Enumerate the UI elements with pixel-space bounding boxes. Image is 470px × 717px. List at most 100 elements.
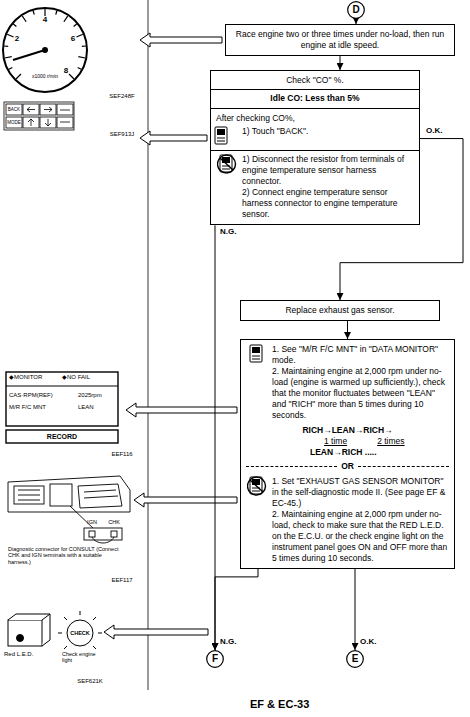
box-text: OR [246, 461, 449, 472]
figure-label: 2025rpm [78, 392, 102, 399]
tachometer [16, 74, 21, 79]
consult-screen [6, 386, 118, 387]
ecu-and-check-light [67, 620, 93, 646]
tachometer [76, 34, 82, 37]
connector-letter: F [206, 650, 224, 668]
figure-label: EEF117 [111, 577, 132, 584]
hollow-arrow [134, 493, 237, 507]
dial-number: 4 [43, 15, 47, 24]
ecu-and-check-light [17, 635, 24, 642]
ecu-and-check-light [8, 611, 102, 649]
box-text: 2. Maintaining engine at 2,000 rpm under… [246, 509, 449, 564]
engine-compartment [89, 531, 95, 537]
consult-keypad [6, 117, 22, 128]
figure-label: Diagnostic connector for CONSULT (Connec… [8, 546, 120, 565]
box-text: 1) Disconnect the resistor from terminal… [216, 154, 414, 187]
figure-label: ◆NO FAIL [62, 374, 90, 381]
branch-label: N.G. [219, 638, 237, 647]
consult-screen [6, 372, 118, 443]
box-text: 1. Set "EXHAUST GAS SENSOR MONITOR" in t… [246, 476, 449, 509]
flow-arrow [347, 321, 348, 339]
connector-circle: D [347, 1, 365, 19]
figure-label: x1000 r/min [32, 74, 58, 80]
engine-compartment [18, 490, 118, 500]
consult-screen [6, 372, 118, 426]
ecu-and-check-light [8, 614, 50, 646]
consult-keypad [4, 102, 74, 130]
tachometer [5, 57, 12, 58]
box-text: Race engine two or three times under no-… [231, 29, 449, 51]
box-text: 2 times [377, 436, 404, 447]
consult-icon [212, 126, 232, 146]
hollow-arrow [126, 403, 237, 417]
figure-label: IGN [87, 519, 97, 525]
column-divider [148, 0, 149, 690]
branch-label: O.K. [425, 127, 443, 136]
box-text: Idle CO: Less than 5% [211, 89, 419, 104]
branch-label: N.G. [219, 228, 237, 237]
branch-label: O.K. [359, 638, 377, 647]
consult-keypad [6, 104, 22, 115]
engine-compartment [50, 484, 72, 506]
consult-keypad [27, 107, 70, 126]
box-text: After checking CO%, [216, 113, 414, 124]
connector-letter: E [346, 650, 364, 668]
ecu-and-check-light [58, 611, 102, 649]
dial-number: 6 [71, 34, 75, 43]
flow-arrow [355, 569, 356, 650]
box-text: 2. Maintaining engine at 2,000 rpm under… [246, 366, 449, 421]
tachometer [44, 9, 45, 16]
no-consult-icon [217, 154, 237, 174]
column-divider [148, 0, 149, 690]
figure-label: CHK [108, 519, 120, 525]
figure-label: ◆MONITOR [9, 374, 42, 381]
dial-number: 8 [64, 66, 68, 75]
consult-keypad [4, 102, 74, 130]
tachometer [9, 67, 13, 69]
box-text: 1 time [324, 436, 347, 447]
tachometer [33, 11, 34, 15]
check-box: 1. See "M/R F/C MNT" in "DATA MONITOR" m… [240, 339, 455, 569]
figure-label: BACK [8, 107, 20, 112]
engine-compartment [92, 537, 114, 543]
tachometer [56, 11, 57, 15]
figure-label: EEF116 [111, 451, 132, 458]
tachometer [74, 24, 77, 27]
figure-label: RECORD [47, 432, 77, 440]
hollow-arrow [140, 33, 222, 47]
engine-compartment [70, 506, 95, 530]
engine-compartment [111, 531, 117, 537]
engine-compartment [8, 476, 130, 543]
hollow-arrow [140, 131, 207, 145]
process-box: After checking CO%, 1) Touch "BACK". 1) Di… [210, 108, 420, 225]
no-consult-icon [247, 476, 267, 496]
consult-icon [247, 344, 267, 364]
tachometer [22, 16, 26, 22]
tachometer [7, 34, 13, 37]
box-text: 1) Touch "BACK". [211, 126, 419, 151]
hollow-arrow [104, 625, 208, 639]
figure-label: Check engine light [62, 651, 106, 664]
page-number: EF & EC-33 [250, 698, 309, 711]
box-text: Replace exhaust gas sensor. [246, 305, 434, 316]
connector-circle: F [206, 650, 224, 668]
figure-label: SEF621K [77, 678, 103, 685]
tachometer [13, 50, 45, 60]
tachometer [4, 45, 8, 47]
figure-label: CAS·RPM(REF) [9, 392, 53, 399]
process-box: Replace exhaust gas sensor. [240, 300, 440, 321]
tachometer [3, 8, 87, 92]
box-text: Check "CO" %. [216, 75, 414, 86]
consult-screen [6, 430, 118, 443]
connector-letter: D [347, 1, 365, 19]
check-box: Check "CO" %. Idle CO: Less than 5% [210, 70, 420, 109]
flow-arrow [215, 569, 258, 650]
box-text: 2) Connect engine temperature sensor har… [216, 187, 414, 220]
flow-arrow [340, 56, 341, 70]
tachometer [64, 16, 68, 22]
engine-compartment [84, 528, 122, 540]
box-text: LEAN→RICH ..... [310, 447, 449, 458]
tachometer [13, 24, 16, 27]
ecu-and-check-light [8, 620, 42, 646]
connector-circle: E [346, 650, 364, 668]
